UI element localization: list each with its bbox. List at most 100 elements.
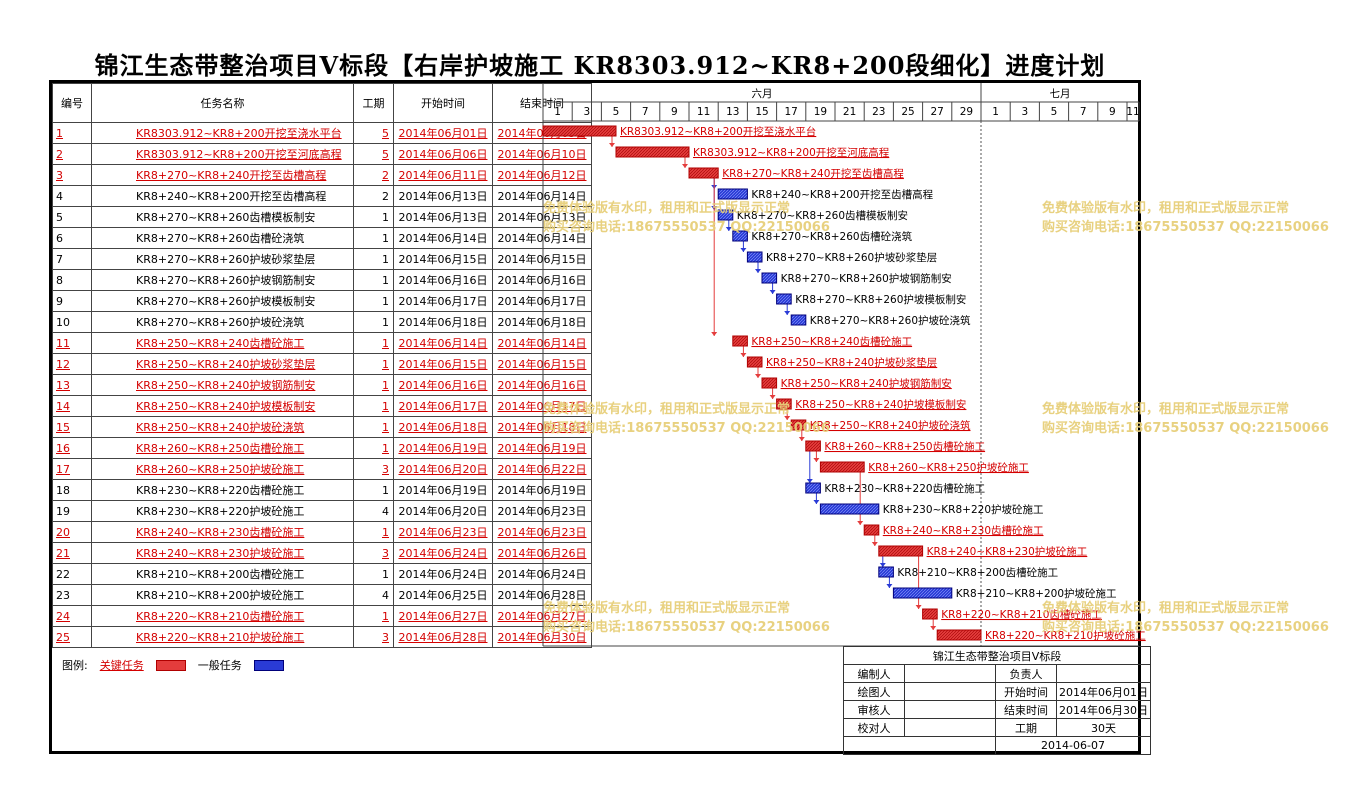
task-end: 2014年06月12日	[492, 164, 592, 186]
task-end: 2014年06月19日	[492, 479, 592, 501]
gantt-bar	[863, 524, 880, 536]
tick-label: 9	[671, 106, 678, 118]
tb-project: 锦江生态带整治项目V标段	[842, 646, 1152, 665]
task-id: 13	[52, 374, 92, 396]
bar-label: KR8+240~KR8+230护坡砼施工	[927, 545, 1088, 558]
page-title: 锦江生态带整治项目V标段【右岸护坡施工 KR8303.912~KR8+200段细…	[94, 51, 1106, 80]
arrow-head	[813, 458, 820, 462]
task-end: 2014年06月17日	[492, 290, 592, 312]
tb-duration-value: 30天	[1055, 718, 1152, 737]
tick-label: 27	[931, 106, 944, 118]
task-start: 2014年06月15日	[393, 248, 493, 270]
tick-label: 3	[583, 106, 590, 118]
bar-label: KR8+270~KR8+260护坡砼浇筑	[810, 314, 971, 327]
arrow-head	[784, 311, 791, 315]
task-start: 2014年06月20日	[393, 500, 493, 522]
arrow-head	[871, 542, 878, 546]
task-name: KR8+250~KR8+240护坡模板制安	[91, 395, 354, 417]
task-end: 2014年06月28日	[492, 584, 592, 606]
tb-date: 2014-06-07	[994, 736, 1152, 755]
bar-label: KR8+230~KR8+220护坡砼施工	[883, 503, 1044, 516]
bar-label: KR8+220~KR8+210齿槽砼施工	[941, 608, 1102, 621]
bar-label: KR8+230~KR8+220齿槽砼施工	[824, 482, 985, 495]
task-start: 2014年06月28日	[393, 626, 493, 648]
title-block: 锦江生态带整治项目V标段 编制人 负责人 绘图人 开始时间 2014年06月01…	[842, 646, 1152, 755]
gantt-bar	[761, 377, 778, 389]
tick-label: 13	[726, 106, 739, 118]
legend: 图例: 关键任务 一般任务	[62, 657, 296, 673]
task-name: KR8+220~KR8+210护坡砼施工	[91, 626, 354, 648]
gantt-bar	[746, 356, 763, 368]
tb-start-value: 2014年06月01日	[1055, 682, 1152, 701]
tick-label: 1	[554, 106, 561, 118]
tick-label: 23	[872, 106, 885, 118]
arrow-head	[725, 227, 732, 231]
task-end: 2014年06月10日	[492, 143, 592, 165]
tb-editor: 编制人	[843, 664, 905, 683]
task-start: 2014年06月06日	[393, 143, 493, 165]
bar-label: KR8+250~KR8+240护坡钢筋制安	[781, 377, 952, 390]
gantt-bar	[805, 440, 821, 452]
task-name: KR8+240~KR8+230护坡砼施工	[91, 542, 354, 564]
arrow-head	[879, 563, 886, 567]
legend-label: 图例:	[62, 659, 88, 672]
chart-frame	[49, 80, 1141, 754]
bar-label: KR8303.912~KR8+200开挖至河底高程	[693, 146, 890, 159]
tick-label: 21	[843, 106, 856, 118]
task-end: 2014年06月22日	[492, 458, 592, 480]
bar-label: KR8+260~KR8+250齿槽砼施工	[824, 440, 985, 453]
gantt-bar	[776, 293, 792, 305]
task-start: 2014年06月17日	[393, 290, 493, 312]
bar-label: KR8+270~KR8+260齿槽模板制安	[737, 209, 908, 222]
bar-label: KR8+210~KR8+200护坡砼施工	[956, 587, 1117, 600]
tb-end-label: 结束时间	[995, 700, 1057, 719]
tick-label: 9	[1109, 106, 1116, 118]
tick-label: 25	[901, 106, 914, 118]
bar-label: KR8+250~KR8+240齿槽砼施工	[751, 335, 912, 348]
task-name: KR8303.912~KR8+200开挖至浇水平台	[91, 122, 354, 144]
bar-label: KR8+250~KR8+240护坡砂浆垫层	[766, 356, 937, 369]
gantt-bar	[761, 272, 778, 284]
bar-label: KR8+210~KR8+200齿槽砼施工	[897, 566, 1058, 579]
bar-label: KR8+270~KR8+260护坡钢筋制安	[781, 272, 952, 285]
gantt-bar	[790, 314, 807, 326]
gantt-bar	[542, 125, 617, 137]
gantt-bar	[790, 419, 807, 431]
arrow-head	[784, 416, 791, 420]
task-id: 17	[52, 458, 92, 480]
legend-critical-swatch	[155, 659, 186, 671]
task-start: 2014年06月17日	[393, 395, 493, 417]
arrow-head	[857, 521, 864, 525]
tick-label: 29	[960, 106, 973, 118]
legend-normal-label: 一般任务	[197, 659, 242, 672]
gantt-bar	[805, 482, 821, 494]
tick-label: 19	[814, 106, 827, 118]
task-name: KR8+250~KR8+240护坡钢筋制安	[91, 374, 354, 396]
task-end: 2014年06月14日	[492, 185, 592, 207]
arrow-head	[740, 248, 747, 252]
arrow-head	[755, 374, 761, 378]
tick-label: 5	[613, 106, 620, 118]
task-start: 2014年06月18日	[393, 311, 493, 333]
arrow-head	[806, 479, 813, 483]
gantt-bar	[746, 251, 763, 263]
month-label: 六月	[752, 88, 773, 100]
task-name: KR8+230~KR8+220护坡砼施工	[91, 500, 354, 522]
task-name: KR8+230~KR8+220齿槽砼施工	[91, 479, 354, 501]
gantt-bar	[732, 335, 748, 347]
bar-label: KR8303.912~KR8+200开挖至浇水平台	[620, 125, 816, 138]
arrow-head	[769, 290, 776, 294]
gantt-bar	[615, 146, 690, 158]
gantt-bar	[776, 398, 792, 410]
tick-label: 17	[785, 106, 798, 118]
task-name: KR8+270~KR8+260护坡模板制安	[91, 290, 354, 312]
task-end: 2014年06月30日	[492, 626, 592, 648]
